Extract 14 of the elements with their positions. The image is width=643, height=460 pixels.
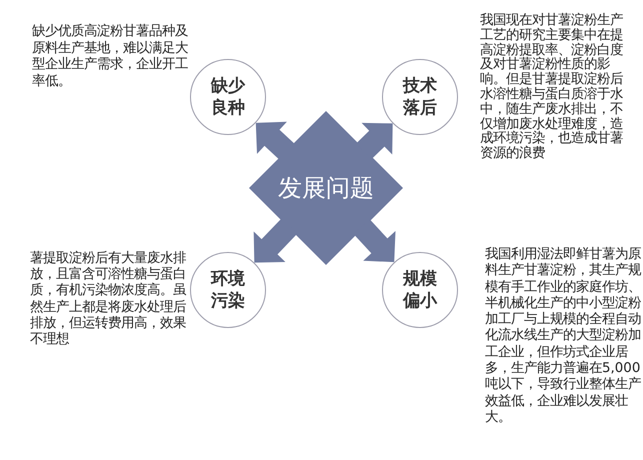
arrow (256, 122, 296, 160)
description-text: 我国利用湿法即鲜甘薯为原料生产甘薯淀粉，其生产规模有手工作业的家庭作坊、半机械化生产的中小型淀粉加工厂与上规模的全程自动化流水线生产的大型淀粉加工企业，但作坊式企业居多，生产能力普遍在5,000吨以下，导致行业整体生产效益低，企业难以发展壮大。 (485, 247, 641, 426)
topic-label: 规模偏小 (402, 268, 438, 312)
topic-label: 技术落后 (402, 75, 438, 119)
description-text: 薯提取淀粉后有大量废水排放，且富含可溶性糖与蛋白质，有机污染物浓度高。虽然生产上都是将废水处理后排放，但运转费用高，效果不理想 (30, 251, 188, 348)
description-text: 缺少优质高淀粉甘薯品种及原料生产基地，难以满足大型企业生产需求，企业开工率低。 (32, 24, 189, 90)
arrow (354, 219, 396, 262)
center-label: 发展问题 (278, 173, 374, 204)
description-text: 我国现在对甘薯淀粉生产工艺的研究主要集中在提高淀粉提取率、淀粉白度及对甘薯淀粉性质的影响。但是甘薯提取淀粉后水溶性糖与蛋白质溶于水中，随生产废水排出，不仅增加废水处理难度，造成环境污染，也造成甘薯资源的浪费 (480, 14, 624, 162)
arrow (254, 218, 298, 263)
arrow (356, 122, 393, 160)
topic-label: 环境污染 (210, 268, 246, 312)
topic-label: 缺少良种 (210, 75, 246, 119)
center-diamond (249, 111, 403, 265)
